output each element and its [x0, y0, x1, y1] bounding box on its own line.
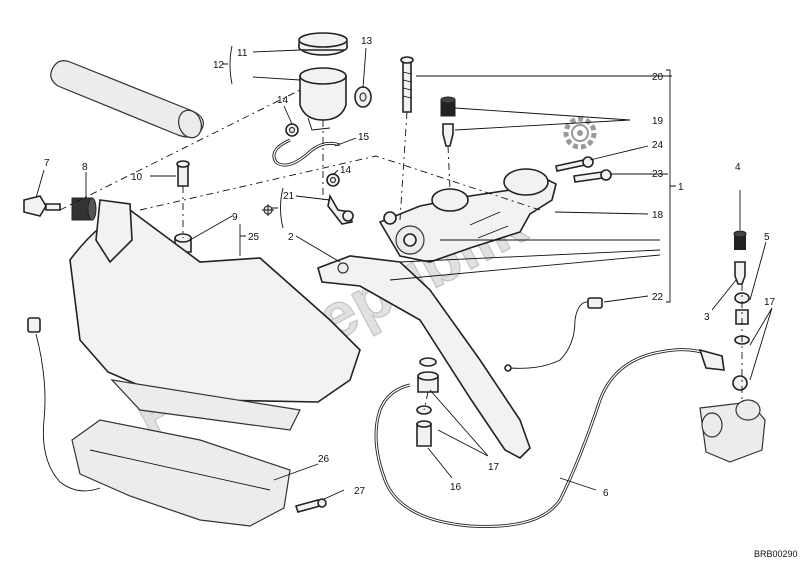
callout-15: 15: [358, 132, 370, 143]
hand-guard-wire: [27, 317, 101, 492]
banjo-bolt-16: [416, 357, 439, 447]
small-clip-icon: [262, 204, 274, 216]
master-cylinder: [378, 168, 557, 263]
bar-end-screw-7: [23, 195, 61, 217]
bar-end-rubber-8: [71, 197, 97, 221]
handlebar-grip: [50, 60, 204, 139]
callout-6: 6: [603, 488, 609, 499]
callout-23: 23: [652, 169, 664, 180]
pivot-bolt-20: [400, 56, 414, 113]
mounting-screw-23: [573, 169, 612, 183]
callout-17-bottom: 17: [488, 462, 500, 473]
callout-27: 27: [354, 486, 366, 497]
bleeder-3: [734, 261, 746, 285]
callout-13: 13: [361, 36, 373, 47]
reservoir-cap: [298, 32, 348, 56]
reference-code: BRB00290: [754, 549, 798, 559]
hose-clamp-top: [285, 123, 299, 137]
slave-cylinder: [699, 399, 766, 463]
callout-labels: 11 12 13 14 15 14 21 20 19 24 23 1 18 22…: [44, 36, 776, 499]
bleed-screw: [442, 123, 454, 147]
screw-27: [294, 498, 327, 513]
callout-18: 18: [652, 210, 664, 221]
callout-17-right: 17: [764, 297, 776, 308]
screw-10: [176, 160, 190, 187]
reservoir-hose: [272, 138, 341, 167]
bleed-screw-cap: [440, 96, 456, 117]
hose-fitting-21: [327, 193, 354, 225]
grommet-13: [354, 86, 372, 108]
callout-26: 26: [318, 454, 330, 465]
callout-16: 16: [450, 482, 462, 493]
callout-22: 22: [652, 292, 664, 303]
callout-2: 2: [288, 232, 294, 243]
leader-lines: [35, 45, 773, 501]
callout-8: 8: [82, 162, 88, 173]
callout-14-bottom: 14: [340, 165, 352, 176]
switch-wire-22: [504, 297, 603, 372]
mounting-screw-24: [555, 156, 594, 172]
bleed-cap-4: [733, 230, 747, 250]
callout-1: 1: [678, 182, 684, 193]
callout-14-top: 14: [277, 95, 289, 106]
callout-25: 25: [248, 232, 260, 243]
callout-7: 7: [44, 158, 50, 169]
gear-logo-icon: [563, 116, 597, 150]
callout-9: 9: [232, 212, 238, 223]
assembly-guide-lines: [59, 89, 743, 411]
callout-10: 10: [131, 172, 143, 183]
callout-20: 20: [652, 72, 664, 83]
lower-deflector: [71, 419, 291, 527]
hand-guard: [69, 199, 361, 431]
hose-clamp-bottom: [326, 173, 340, 187]
hydraulic-hose: [374, 348, 748, 528]
callout-21: 21: [283, 191, 295, 202]
callout-24: 24: [652, 140, 664, 151]
callout-19: 19: [652, 116, 664, 127]
callout-3: 3: [704, 312, 710, 323]
callout-5: 5: [764, 232, 770, 243]
callout-4: 4: [735, 162, 741, 173]
clutch-lever: [317, 255, 531, 459]
callout-11: 11: [237, 48, 248, 59]
fluid-reservoir: [299, 67, 347, 131]
callout-12: 12: [213, 60, 225, 71]
